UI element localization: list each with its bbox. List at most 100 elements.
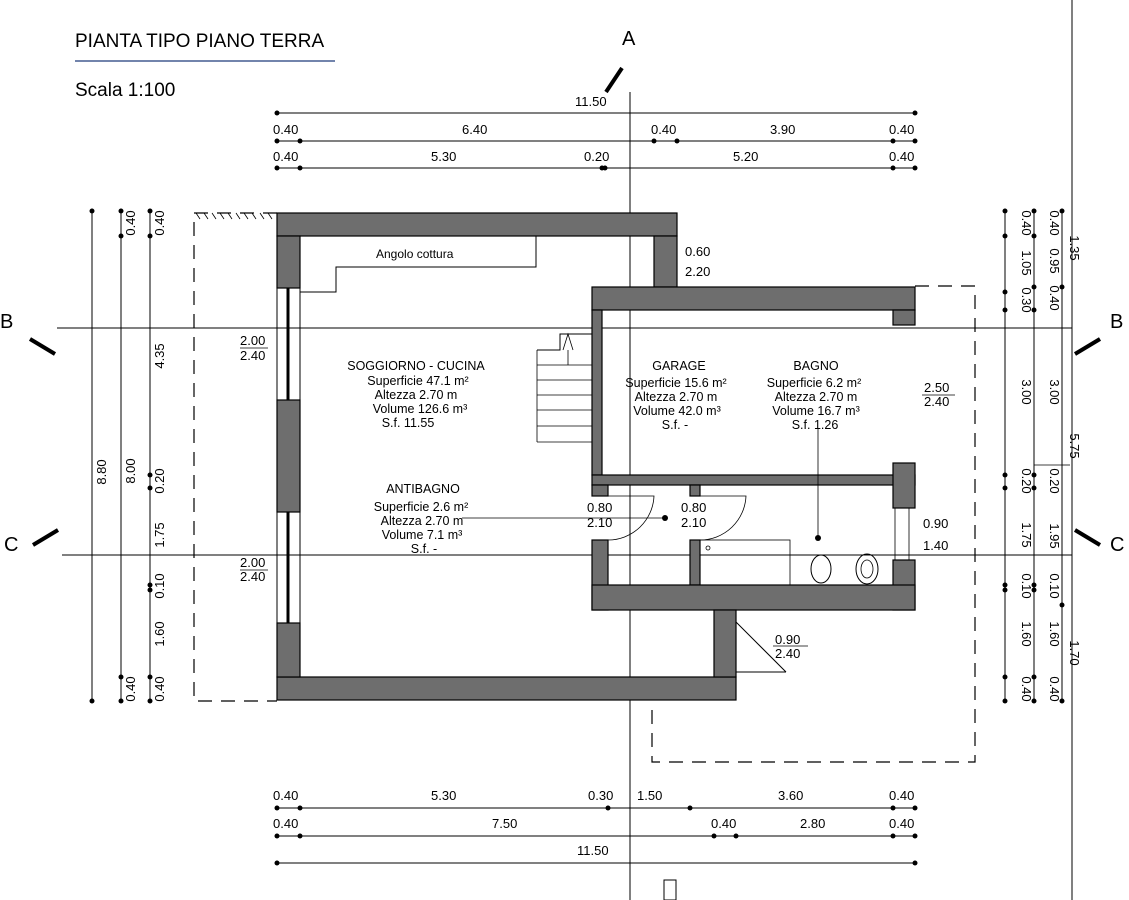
dim-label: 0.10 xyxy=(152,573,167,598)
section-marker-c-left: C xyxy=(4,534,18,556)
dim-label: 1.60 xyxy=(1047,621,1062,646)
room-garage: GARAGE Superficie 15.6 m² Altezza 2.70 m… xyxy=(625,359,726,432)
dim-label: 0.40 xyxy=(273,122,298,137)
dim-label: 3.90 xyxy=(770,122,795,137)
dim-label: 0.40 xyxy=(273,816,298,831)
dim-label: 0.40 xyxy=(889,149,914,164)
room-name: BAGNO xyxy=(793,359,838,373)
dim-label: 0.95 xyxy=(1047,248,1062,273)
windows xyxy=(276,288,910,623)
room-superficie: Superficie 6.2 m² xyxy=(767,376,861,390)
dim-label: 0.40 xyxy=(273,149,298,164)
section-lines xyxy=(28,0,1102,900)
dim-label: 5.30 xyxy=(431,149,456,164)
dim-label: 1.60 xyxy=(152,621,167,646)
drawing-title: PIANTA TIPO PIANO TERRA xyxy=(75,31,324,52)
room-altezza: Altezza 2.70 m xyxy=(375,388,458,402)
right-dimension-labels: 0.40 1.05 0.30 3.00 0.20 1.75 0.10 1.60 … xyxy=(1019,210,1082,701)
opening-width: 0.80 xyxy=(681,500,706,515)
dimension-ticks xyxy=(89,110,1065,866)
kitchen-label: Angolo cottura xyxy=(376,247,454,261)
section-marker-b-left: B xyxy=(0,311,13,333)
dim-label: 1.95 xyxy=(1047,523,1062,548)
dim-top-total: 11.50 xyxy=(575,94,607,109)
opening-height: 2.20 xyxy=(685,264,710,279)
room-superficie: Superficie 47.1 m² xyxy=(367,374,468,388)
room-soggiorno-cucina: SOGGIORNO - CUCINA Superficie 47.1 m² Al… xyxy=(347,359,485,430)
room-name: ANTIBAGNO xyxy=(386,482,460,496)
dim-label: 3.00 xyxy=(1047,379,1062,404)
dim-label: 0.40 xyxy=(889,788,914,803)
dim-label: 6.40 xyxy=(462,122,487,137)
room-volume: Volume 16.7 m³ xyxy=(772,404,860,418)
dim-label: 2.80 xyxy=(800,816,825,831)
dim-label: 0.40 xyxy=(711,816,736,831)
room-superficie: Superficie 15.6 m² xyxy=(625,376,726,390)
dim-label: 4.35 xyxy=(152,343,167,368)
opening-width: 0.60 xyxy=(685,244,710,259)
dim-label: 0.40 xyxy=(1047,676,1062,701)
section-marker-c-right: C xyxy=(1110,534,1124,556)
dim-label: 1.70 xyxy=(1067,640,1082,665)
dimension-lines xyxy=(91,112,1070,864)
dim-label: 0.20 xyxy=(1047,468,1062,493)
room-sf: S.f. 1.26 xyxy=(792,418,839,432)
room-sf: S.f. 11.55 xyxy=(382,416,435,430)
dim-label: 0.40 xyxy=(152,676,167,701)
dim-label: 0.20 xyxy=(584,149,609,164)
dim-label: 0.40 xyxy=(1019,210,1034,235)
dim-label: 0.40 xyxy=(889,816,914,831)
opening-labels: 2.00 2.40 2.00 2.40 0.60 2.20 2.50 2.40 … xyxy=(240,244,955,661)
dim-label: 5.20 xyxy=(733,149,758,164)
dim-label: 0.40 xyxy=(273,788,298,803)
opening-width: 0.90 xyxy=(923,516,948,531)
dim-label: 0.40 xyxy=(1047,210,1062,235)
room-name: SOGGIORNO - CUCINA xyxy=(347,359,485,373)
scale-label: Scala 1:100 xyxy=(75,80,175,101)
room-volume: Volume 7.1 m³ xyxy=(382,528,463,542)
room-volume: Volume 126.6 m³ xyxy=(373,402,468,416)
opening-height: 2.40 xyxy=(775,646,800,661)
dim-label: 0.40 xyxy=(651,122,676,137)
dim-label: 0.40 xyxy=(1019,676,1034,701)
dim-label: 0.30 xyxy=(588,788,613,803)
opening-height: 2.40 xyxy=(924,394,949,409)
room-sf: S.f. - xyxy=(411,542,437,556)
dim-label: 0.40 xyxy=(123,210,138,235)
opening-height: 2.40 xyxy=(240,348,265,363)
dim-label: 0.40 xyxy=(1047,285,1062,310)
dim-label: 1.05 xyxy=(1019,250,1034,275)
section-marker-a: A xyxy=(622,28,636,50)
dim-label: 0.40 xyxy=(152,210,167,235)
bottom-dimension-labels: 0.40 5.30 0.30 1.50 3.60 0.40 0.40 7.50 … xyxy=(273,788,914,858)
opening-height: 2.10 xyxy=(587,515,612,530)
dashed-outlines xyxy=(193,212,976,763)
opening-height: 2.10 xyxy=(681,515,706,530)
room-volume: Volume 42.0 m³ xyxy=(633,404,721,418)
dim-label: 7.50 xyxy=(492,816,517,831)
dim-label: 0.40 xyxy=(123,676,138,701)
room-altezza: Altezza 2.70 m xyxy=(775,390,858,404)
dim-label: 8.00 xyxy=(123,458,138,483)
dim-label: 1.75 xyxy=(1019,522,1034,547)
dim-label: 1.35 xyxy=(1067,235,1082,260)
opening-width: 0.80 xyxy=(587,500,612,515)
dim-label: 3.60 xyxy=(778,788,803,803)
room-altezza: Altezza 2.70 m xyxy=(381,514,464,528)
room-sf: S.f. - xyxy=(662,418,688,432)
room-name: GARAGE xyxy=(652,359,706,373)
opening-width: 0.90 xyxy=(775,632,800,647)
walls xyxy=(276,212,916,701)
opening-width: 2.00 xyxy=(240,333,265,348)
dim-label: 8.80 xyxy=(94,459,109,484)
left-dimension-labels: 8.80 0.40 8.00 0.40 0.40 4.35 0.20 1.75 … xyxy=(94,210,167,701)
dim-label: 5.30 xyxy=(431,788,456,803)
dim-label: 1.50 xyxy=(637,788,662,803)
dim-label: 5.75 xyxy=(1067,433,1082,458)
top-dimension-labels: 11.50 0.40 6.40 0.40 3.90 0.40 0.40 5.30… xyxy=(273,94,914,164)
opening-width: 2.50 xyxy=(924,380,949,395)
dim-label: 0.40 xyxy=(889,122,914,137)
room-bagno: BAGNO Superficie 6.2 m² Altezza 2.70 m V… xyxy=(767,359,861,432)
room-altezza: Altezza 2.70 m xyxy=(635,390,718,404)
